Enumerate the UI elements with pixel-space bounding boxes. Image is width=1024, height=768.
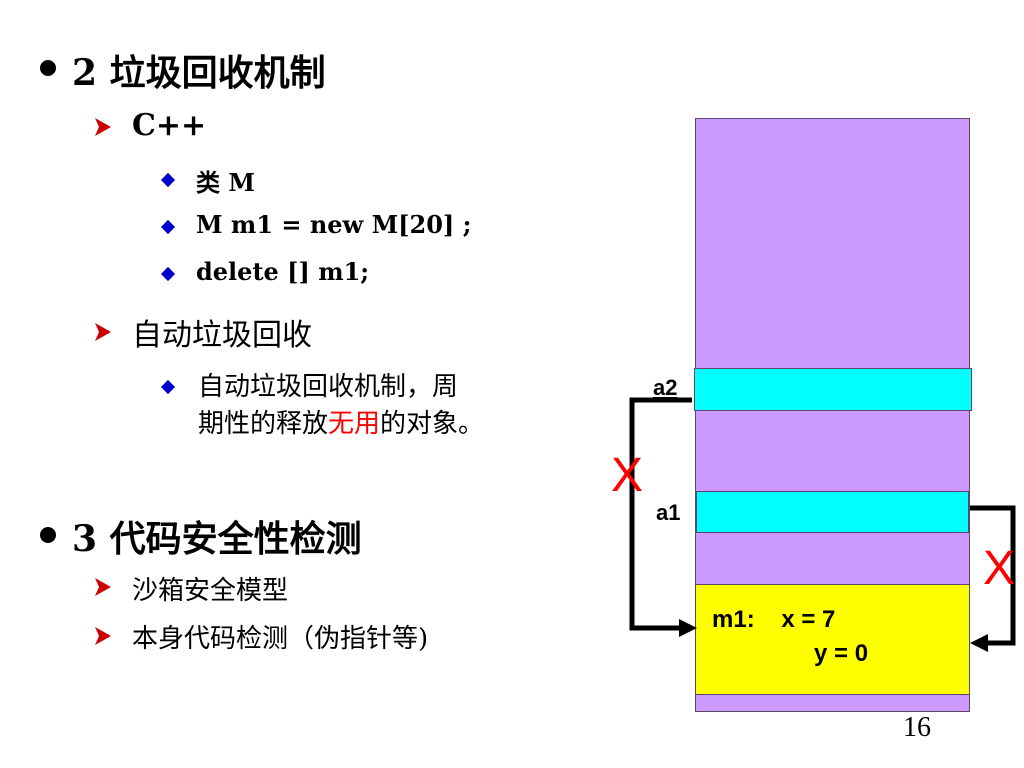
- section3-title: 3 代码安全性检测: [72, 518, 362, 560]
- gc-desc-prefix: 期性的释放: [198, 409, 329, 439]
- section2-title: 2 垃圾回收机制: [72, 52, 326, 94]
- reference-a2-cell: [694, 368, 972, 411]
- gc-desc-line2: 期性的释放无用的对象。: [198, 403, 484, 440]
- object-m1-block: [695, 584, 970, 695]
- object-field-x: m1: x = 7: [712, 606, 836, 633]
- gc-heading: 自动垃圾回收: [132, 318, 312, 353]
- cpp-item-new: M m1 = new M[20] ;: [196, 210, 472, 239]
- cpp-heading: C++: [132, 108, 207, 143]
- arrow-bullet-icon: [95, 118, 111, 136]
- code-check-item: 本身代码检测（伪指针等): [132, 624, 429, 654]
- gc-desc-line1: 自动垃圾回收机制，周: [198, 372, 459, 402]
- section3-bullet-icon: [40, 527, 56, 543]
- cpp-item-delete: delete [] m1;: [196, 257, 370, 286]
- cpp-item-class: 类 M: [196, 168, 255, 197]
- gc-desc-highlight: 无用: [328, 409, 381, 439]
- arrow-bullet-icon: [95, 627, 111, 645]
- section2-bullet-icon: [40, 60, 56, 76]
- arrow-bullet-icon: [95, 323, 111, 341]
- cross-mark-right-icon: X: [983, 542, 1016, 595]
- gc-desc-suffix: 的对象。: [380, 409, 485, 439]
- reference-a1-cell: [696, 491, 969, 533]
- arrow-bullet-icon: [95, 578, 111, 596]
- object-field-y: y = 0: [814, 640, 869, 667]
- a1-arrowhead-icon: [970, 634, 988, 652]
- a1-label: a1: [656, 500, 681, 525]
- sandbox-item: 沙箱安全模型: [132, 576, 289, 606]
- a2-pointer-arrow: [629, 397, 692, 631]
- page-number: 16: [903, 712, 931, 743]
- a1-pointer-arrow: [970, 505, 1016, 646]
- a2-arrowhead-icon: [679, 619, 697, 637]
- cross-mark-left-icon: X: [611, 449, 644, 502]
- a2-label: a2: [653, 375, 678, 400]
